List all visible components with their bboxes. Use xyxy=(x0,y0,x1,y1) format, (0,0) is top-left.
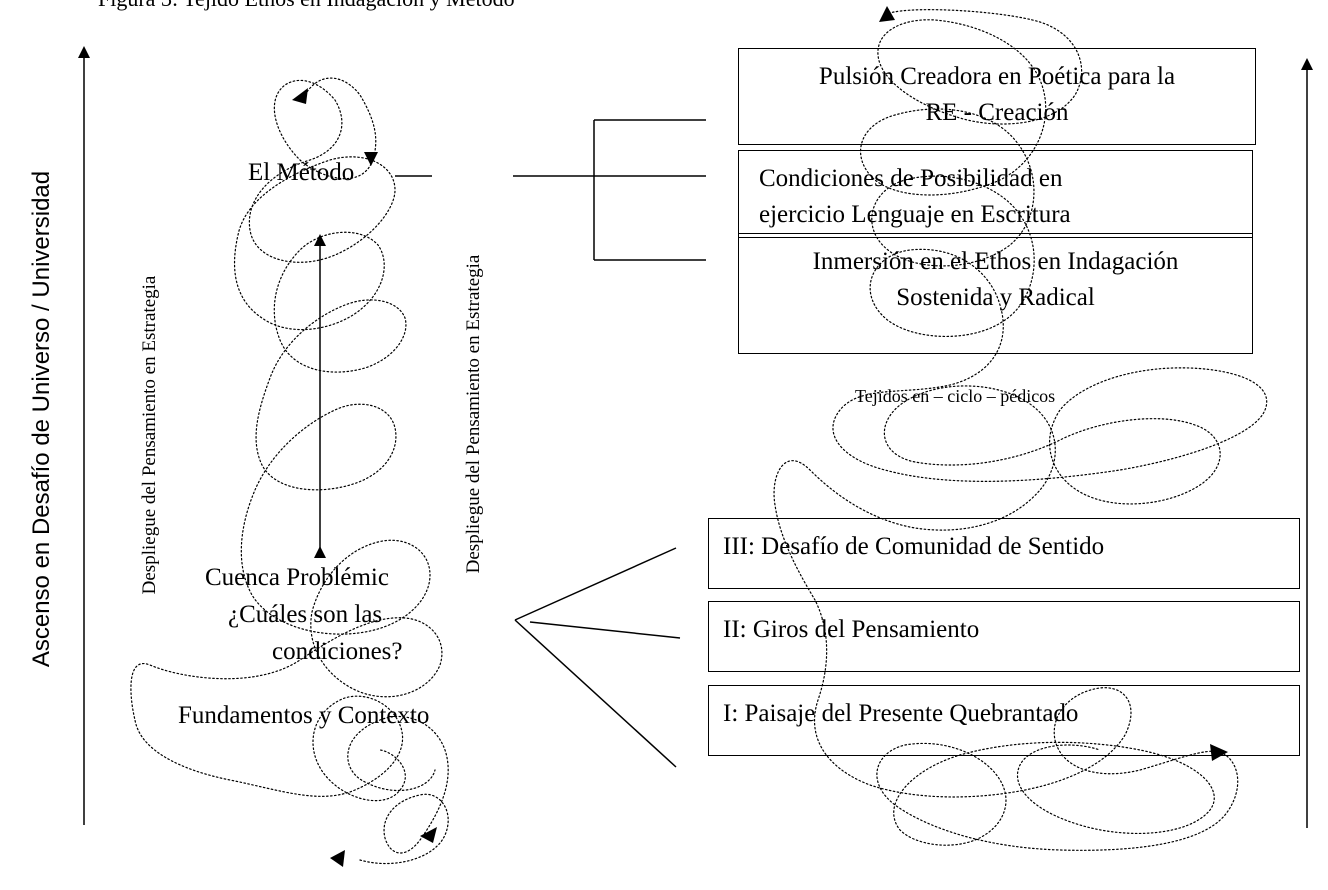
right-spiral-arrowhead-1 xyxy=(879,6,895,22)
box-condiciones-line-1: Condiciones de Posibilidad en xyxy=(759,165,1063,192)
axis-left-label: Ascenso en Desafío de Universo / Univers… xyxy=(28,170,55,668)
cuenca-line-1: Cuenca Problémic xyxy=(205,565,389,591)
left-spiral-lower xyxy=(347,715,449,865)
right-spiral-lower xyxy=(876,741,1239,851)
box-inmersion-line-1: Inmersión en el Ethos en Indagación xyxy=(812,248,1179,275)
box-pulsion-line-2: RE - Creación xyxy=(925,99,1069,126)
box-pulsion-line-1: Pulsión Creadora en Poética para la xyxy=(818,63,1176,90)
fan-line-mid xyxy=(529,621,681,639)
figure-caption: Figura 3: Tejido Ethos en Indagación y M… xyxy=(98,0,515,10)
cuenca-line-3: condiciones? xyxy=(272,638,403,665)
box-condiciones-line-2: ejercicio Lenguaje en Escritura xyxy=(759,201,1071,228)
left-spiral-arrowhead-3 xyxy=(420,827,437,843)
left-spiral-path xyxy=(130,77,443,802)
strategy-label-left: Despliegue del Pensamiento en Estrategia xyxy=(139,275,160,595)
box-giros-label: II: Giros del Pensamiento xyxy=(723,616,980,643)
box-paisaje-label: I: Paisaje del Presente Quebrantado xyxy=(723,700,1079,727)
fundamentos-label: Fundamentos y Contexto xyxy=(178,702,430,729)
box-desafio-label: III: Desafío de Comunidad de Sentido xyxy=(723,533,1105,560)
strategy-label-right: Despliegue del Pensamiento en Estrategia xyxy=(463,254,484,574)
fan-line-bottom xyxy=(514,619,677,768)
tejidos-label: Tejidos en – ciclo – pédicos xyxy=(855,386,1056,406)
right-spiral-arrowhead-2 xyxy=(1210,744,1228,761)
box-inmersion-ethos: Inmersión en el Ethos en Indagación Sost… xyxy=(738,233,1253,354)
cuenca-block: Cuenca Problémic ¿Cuáles son las condici… xyxy=(200,565,432,675)
metodo-label: El Método xyxy=(248,159,355,186)
box-condiciones-posibilidad: Condiciones de Posibilidad en ejercicio … xyxy=(738,150,1253,238)
cuenca-line-2: ¿Cuáles son las xyxy=(228,601,383,628)
box-giros-pensamiento: II: Giros del Pensamiento xyxy=(708,601,1300,672)
box-pulsion-creadora: Pulsión Creadora en Poética para la RE -… xyxy=(738,48,1256,145)
right-spiral-path xyxy=(773,9,1268,798)
fan-line-top xyxy=(514,547,677,621)
left-spiral-arrowhead-4 xyxy=(330,850,345,867)
left-spiral-arrowhead-1 xyxy=(292,88,308,104)
box-paisaje-presente: I: Paisaje del Presente Quebrantado xyxy=(708,685,1300,756)
box-inmersion-line-2: Sostenida y Radical xyxy=(896,284,1095,311)
box-desafio-comunidad: III: Desafío de Comunidad de Sentido xyxy=(708,518,1300,589)
left-spiral-arrowhead-2 xyxy=(364,152,378,166)
